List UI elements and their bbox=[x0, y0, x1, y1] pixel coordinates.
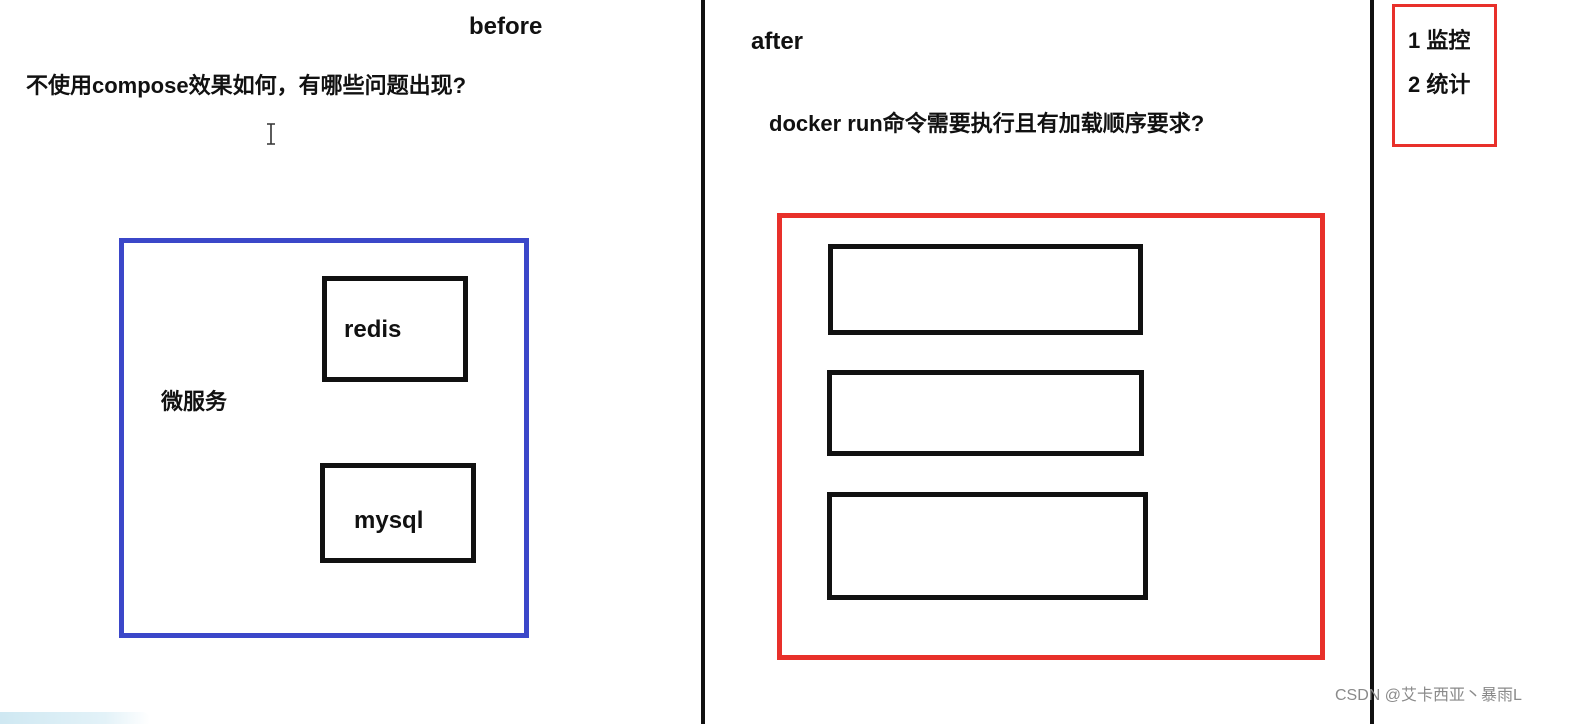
mysql-box bbox=[320, 463, 476, 563]
notes-box bbox=[1392, 4, 1497, 147]
microservice-group-box bbox=[119, 238, 529, 638]
container-box-3 bbox=[827, 492, 1148, 600]
mysql-label: mysql bbox=[354, 507, 424, 534]
edge-highlight bbox=[0, 712, 150, 724]
section-divider-left bbox=[701, 0, 705, 724]
before-heading: before bbox=[469, 13, 543, 40]
after-question: docker run命令需要执行且有加载顺序要求? bbox=[769, 111, 1205, 136]
note-statistics: 2 统计 bbox=[1408, 72, 1471, 97]
after-heading: after bbox=[751, 28, 804, 55]
before-question: 不使用compose效果如何，有哪些问题出现? bbox=[26, 73, 467, 98]
container-box-1 bbox=[828, 244, 1143, 335]
container-box-2 bbox=[827, 370, 1144, 456]
container-group-box bbox=[777, 213, 1325, 660]
redis-label: redis bbox=[344, 316, 402, 343]
note-monitoring: 1 监控 bbox=[1408, 28, 1471, 53]
csdn-watermark: CSDN @艾卡西亚丶暴雨L bbox=[1335, 687, 1522, 704]
microservice-label: 微服务 bbox=[161, 389, 228, 414]
redis-box bbox=[322, 276, 468, 382]
section-divider-right bbox=[1370, 0, 1374, 724]
text-cursor-icon bbox=[267, 123, 275, 145]
